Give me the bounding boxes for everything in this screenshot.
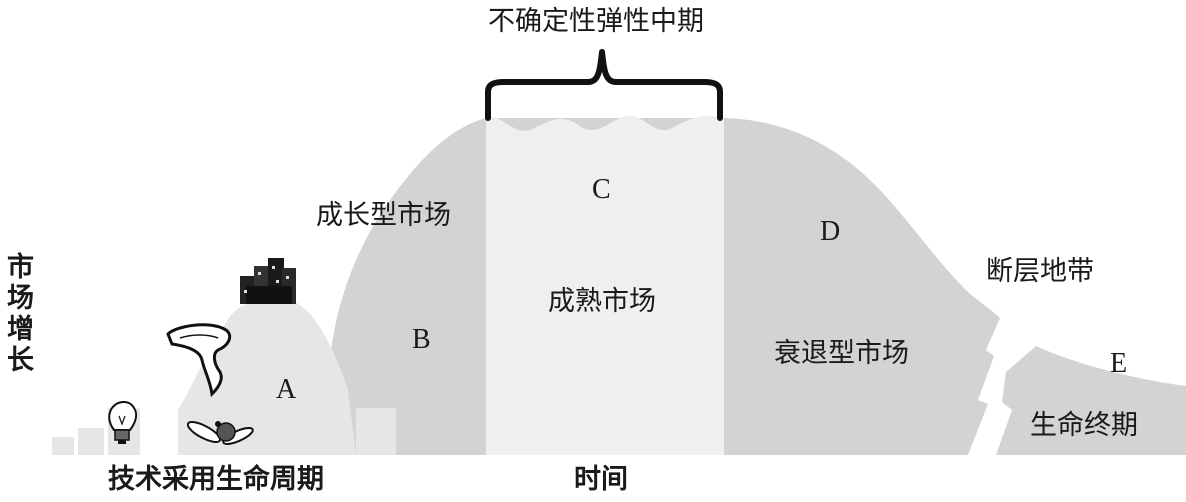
declining-market-label: 衰退型市场	[774, 338, 909, 369]
title-brace	[485, 49, 723, 121]
tornado-icon	[166, 323, 232, 398]
region-e-letter: E	[1110, 348, 1128, 379]
bowling-pins-icon	[186, 421, 254, 445]
diagram-title: 不确定性弹性中期	[488, 6, 704, 37]
region-c-letter: C	[592, 174, 611, 205]
step-1	[52, 437, 74, 455]
region-a-letter: A	[276, 374, 297, 405]
growth-market-label: 成长型市场	[316, 200, 451, 231]
time-axis-label: 时间	[574, 464, 628, 495]
end-of-life-label: 生命终期	[1030, 410, 1138, 441]
region-d-letter: D	[820, 216, 841, 247]
fault-zone-label: 断层地带	[986, 256, 1094, 287]
technology-adoption-lifecycle-label: 技术采用生命周期	[108, 464, 324, 495]
mature-market-label: 成熟市场	[548, 286, 656, 317]
end-of-life-tail	[996, 346, 1186, 455]
city-buildings-icon	[240, 258, 296, 304]
region-b-letter: B	[412, 324, 431, 355]
step-4	[356, 408, 396, 455]
y-axis-label: 市场增长	[2, 252, 33, 376]
light-bulb-icon	[108, 401, 138, 444]
step-2	[78, 428, 104, 455]
maturity-plateau	[486, 115, 724, 455]
